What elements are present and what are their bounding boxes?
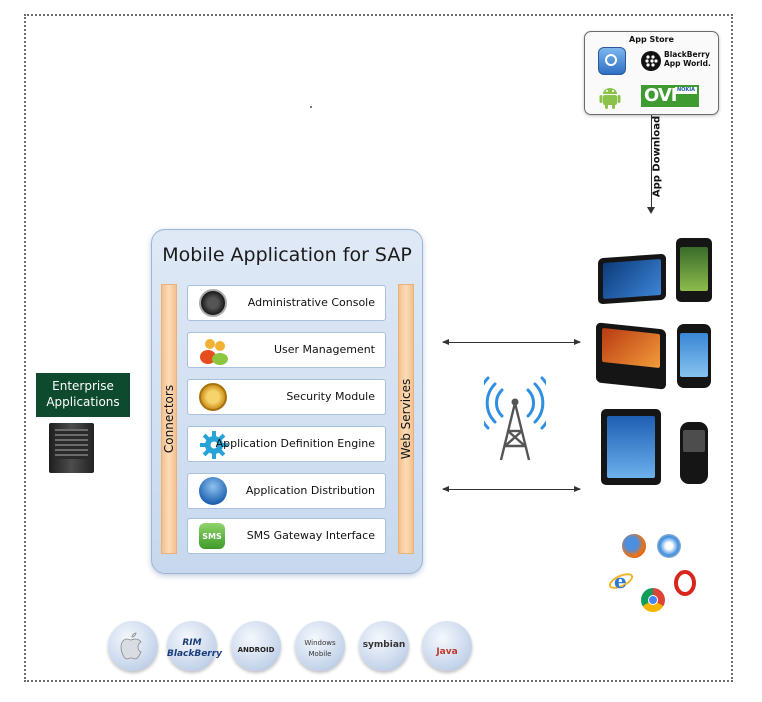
server-icon (49, 423, 94, 473)
panel-title: Mobile Application for SAP (162, 244, 412, 266)
platform-symbian: symbian (359, 621, 409, 671)
gear-icon (199, 430, 228, 459)
symbian-label: symbian (362, 640, 406, 650)
platform-java: Java (422, 621, 472, 671)
blackberry-phone-icon (680, 422, 708, 484)
connectors-bar: Connectors (161, 284, 177, 554)
web-services-bar: Web Services (398, 284, 414, 554)
platform-apple (108, 621, 158, 671)
tablet-device-icon (598, 253, 666, 305)
dial-icon (199, 289, 227, 317)
download-connector (651, 115, 652, 210)
apple-app-store-icon (598, 47, 626, 75)
blackberry-app-world-label: BlackBerry App World. (664, 50, 711, 68)
app-store-title: App Store (629, 35, 674, 44)
download-arrowhead (647, 207, 655, 214)
platform-windows-mobile: Windows Mobile (295, 621, 345, 671)
module-label: Application Definition Engine (215, 437, 375, 450)
module-security[interactable]: Security Module (187, 379, 386, 415)
svg-text:e: e (614, 569, 627, 593)
windows-mobile-label: Windows Mobile (304, 639, 336, 658)
module-application-distribution[interactable]: Application Distribution (187, 473, 386, 509)
module-label: Security Module (286, 390, 375, 403)
enterprise-applications-box: Enterprise Applications (36, 373, 130, 417)
opera-icon (674, 570, 696, 596)
web-services-label: Web Services (399, 378, 413, 460)
module-label: SMS Gateway Interface (246, 529, 375, 542)
module-label: User Management (273, 343, 375, 356)
blackberry-icon (641, 51, 661, 71)
app-download-label: App Download (651, 115, 663, 198)
app-store-icon (199, 477, 227, 505)
lock-icon (199, 383, 227, 411)
wireless-tower-icon (476, 376, 554, 462)
sms-icon: SMS (199, 523, 225, 549)
chrome-icon (641, 588, 665, 612)
android-icon (599, 85, 621, 109)
arrow-lower (442, 486, 581, 492)
module-application-definition-engine[interactable]: Application Definition Engine (187, 426, 386, 462)
internet-explorer-icon: e (608, 568, 634, 593)
app-store-box: App Store BlackBerry App World. OVI NOKI… (584, 31, 719, 115)
nokia-label: NOKIA (675, 87, 698, 94)
stray-dot (310, 106, 312, 108)
module-label: Application Distribution (245, 484, 375, 497)
users-icon (199, 336, 228, 365)
ovi-store-logo: OVI NOKIA (641, 85, 699, 107)
platform-rim-blackberry: RIM BlackBerry (167, 621, 223, 671)
diagram-frame (24, 14, 733, 682)
module-administrative-console[interactable]: Administrative Console (187, 285, 386, 321)
module-label: Administrative Console (247, 296, 375, 309)
module-sms-gateway[interactable]: SMS SMS Gateway Interface (187, 518, 386, 554)
connectors-label: Connectors (162, 384, 176, 454)
ovi-label: OVI (644, 85, 677, 106)
safari-icon (657, 534, 681, 558)
apple-icon (120, 632, 142, 660)
firefox-icon (622, 534, 646, 558)
android-phone-icon (676, 238, 712, 302)
rim-blackberry-label: RIM BlackBerry (167, 638, 223, 659)
iphone-icon (677, 324, 711, 388)
platform-android: ANDROID (231, 621, 281, 671)
slider-phone-icon (596, 322, 666, 390)
arrow-upper (442, 339, 581, 345)
java-label: Java (436, 647, 458, 657)
ipad-icon (601, 409, 661, 485)
android-label: ANDROID (237, 646, 275, 654)
module-user-management[interactable]: User Management (187, 332, 386, 368)
